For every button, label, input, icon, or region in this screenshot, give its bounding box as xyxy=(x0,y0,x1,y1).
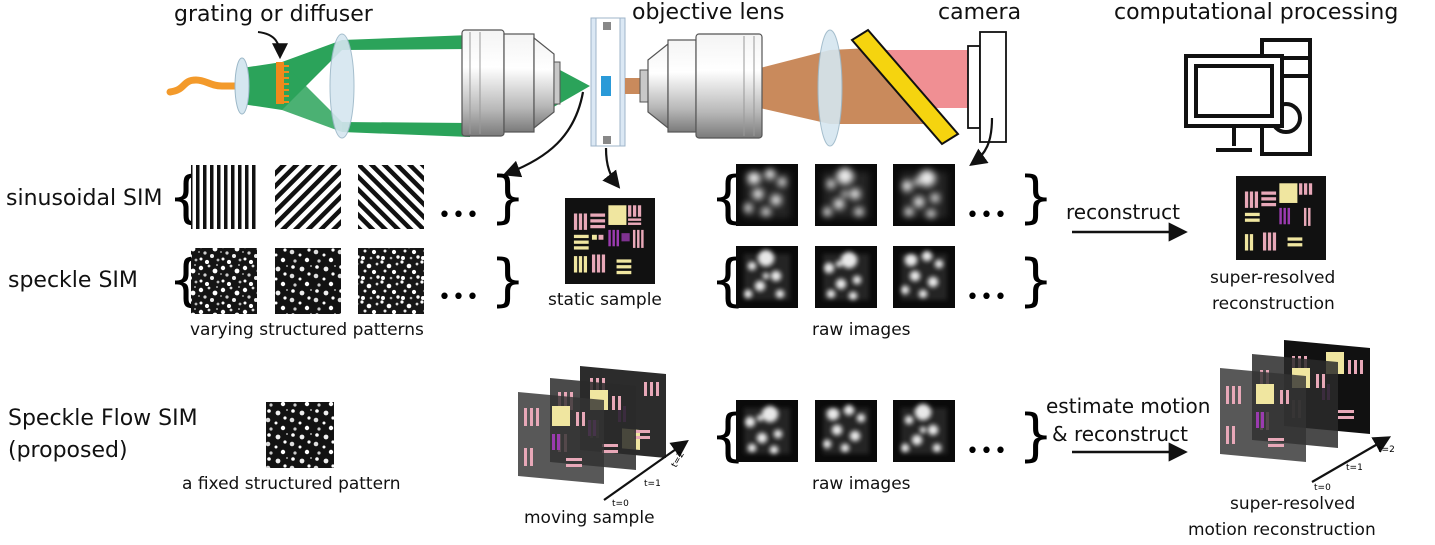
grating-element xyxy=(276,62,289,104)
ellipsis-raw-bottom: ••• xyxy=(966,439,1008,464)
super-resolved-image xyxy=(1236,176,1326,260)
row-label-sinusoidal: sinusoidal SIM xyxy=(6,186,163,211)
motion-time-label-t0: t=0 xyxy=(1314,483,1331,493)
sample-region xyxy=(601,76,611,96)
raw-image-2-2 xyxy=(815,246,877,308)
sinusoidal-pattern-diagonal-a xyxy=(275,165,341,229)
tube-lens xyxy=(817,29,843,147)
raw-image-1-2 xyxy=(815,164,877,226)
optical-fiber xyxy=(166,76,248,96)
raw-image-1-3 xyxy=(893,164,955,226)
caption-static-sample: static sample xyxy=(548,290,662,310)
arrow-camera-to-raw xyxy=(969,117,994,167)
moving-sample-frame-t0 xyxy=(518,392,604,484)
ellipsis-raw-top: ••• xyxy=(966,203,1008,228)
raw-images-grid: { } { } { } xyxy=(710,165,1054,468)
speckle-pattern-1 xyxy=(191,248,257,314)
caption-motion-2: motion reconstruction xyxy=(1188,520,1376,540)
ellipsis-raw-mid: ••• xyxy=(966,285,1008,310)
detection-objective xyxy=(639,33,763,139)
caption-raw-images-top: raw images xyxy=(812,320,911,340)
time-label-t0: t=0 xyxy=(612,499,629,509)
caption-raw-images-bottom: raw images xyxy=(812,474,911,494)
brace-right-raw-bottom: } xyxy=(1018,403,1054,468)
brace-right-raw-mid: } xyxy=(1018,248,1054,313)
motion-time-axis-arrow xyxy=(1311,436,1392,483)
motion-time-label-t1: t=1 xyxy=(1346,463,1363,473)
grating-label: grating or diffuser xyxy=(174,2,373,27)
caption-super-resolved-1: super-resolved xyxy=(1210,268,1336,288)
row-label-flow-proposed: (proposed) xyxy=(8,438,128,463)
sinusoidal-patterns: { } xyxy=(168,165,526,230)
brace-right-sinusoidal: } xyxy=(490,165,526,230)
sinusoidal-pattern-vertical xyxy=(191,165,257,229)
raw-image-3-3 xyxy=(893,400,955,462)
green-beam-relay-b xyxy=(342,122,470,137)
speckle-pattern-2 xyxy=(275,248,341,314)
relay-lens xyxy=(329,33,355,139)
ellipsis-sinusoidal: ••• xyxy=(438,203,480,228)
caption-reconstruct: reconstruct xyxy=(1066,200,1180,224)
moving-sample-stack xyxy=(518,366,689,501)
row-label-speckle: speckle SIM xyxy=(8,268,138,293)
sample-slide xyxy=(590,17,626,147)
caption-moving-sample: moving sample xyxy=(524,508,655,528)
time-axis-arrow xyxy=(603,439,689,501)
motion-time-label-t2: t=2 xyxy=(1378,445,1395,455)
time-label-t1: t=1 xyxy=(644,479,661,489)
dichroic-mirror xyxy=(850,28,960,146)
green-beam-crossing-b xyxy=(282,62,342,132)
motion-reconstruction-stack xyxy=(1220,340,1392,483)
caption-varying-patterns: varying structured patterns xyxy=(190,320,424,340)
green-beam-relay xyxy=(342,35,470,50)
caption-fixed-pattern: a fixed structured pattern xyxy=(182,474,401,494)
static-sample-image xyxy=(565,198,655,284)
raw-image-1-1 xyxy=(736,164,798,226)
green-beam-collimated xyxy=(242,62,282,110)
grating-pointer-arrow xyxy=(257,31,288,60)
caption-and-reconstruct: & reconstruct xyxy=(1052,422,1188,446)
caption-estimate-motion: estimate motion xyxy=(1046,394,1211,418)
raw-image-2-3 xyxy=(893,246,955,308)
brace-right-speckle: } xyxy=(490,248,526,313)
fixed-speckle-pattern xyxy=(266,402,334,468)
raw-image-3-2 xyxy=(815,400,877,462)
speckle-patterns: { } xyxy=(168,248,526,314)
arrow-slide-to-sample xyxy=(602,147,621,189)
brown-beam-expanding xyxy=(760,50,830,124)
sinusoidal-pattern-diagonal-b xyxy=(358,165,424,229)
optical-setup xyxy=(166,17,1312,156)
raw-image-2-1 xyxy=(736,246,798,308)
objective-label: objective lens xyxy=(632,0,785,25)
caption-motion-1: super-resolved xyxy=(1230,494,1356,514)
camera-label: camera xyxy=(938,0,1022,25)
raw-image-3-1 xyxy=(736,400,798,462)
computer-icon xyxy=(1184,38,1312,156)
caption-super-resolved-2: reconstruction xyxy=(1212,294,1335,314)
camera-body xyxy=(967,31,1007,143)
speckle-pattern-3 xyxy=(358,248,424,314)
arrow-illumination-to-patterns xyxy=(502,91,585,178)
brace-right-raw-top: } xyxy=(1018,165,1054,230)
illumination-objective xyxy=(461,29,561,137)
computation-label: computational processing xyxy=(1114,0,1399,25)
ellipsis-speckle: ••• xyxy=(438,285,480,310)
collimating-lens xyxy=(234,57,250,115)
row-label-flow: Speckle Flow SIM xyxy=(8,406,198,431)
